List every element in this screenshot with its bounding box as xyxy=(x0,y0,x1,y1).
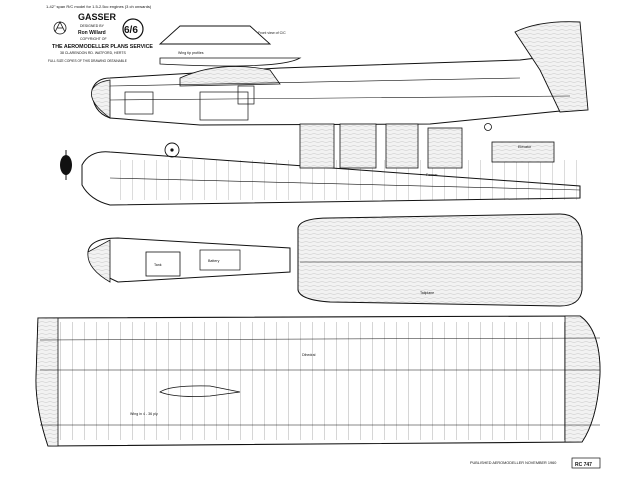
address: 38 CLARENDON RD. WATFORD, HERTS xyxy=(60,51,127,55)
tailplane-label: Tailplane xyxy=(420,291,434,295)
wing-note: Wing in 4 - 36 ply xyxy=(130,412,158,416)
publisher: THE AEROMODELLER PLANS SERVICE xyxy=(52,44,153,50)
tail-wheel-icon xyxy=(484,123,492,131)
propeller-icon xyxy=(60,150,72,180)
wing-tip-right xyxy=(564,315,601,443)
dihedral-label: Dihedral xyxy=(302,353,316,357)
plan-number: RC 747 xyxy=(575,462,592,468)
cockpit-canopy xyxy=(179,66,281,87)
designed-by: DESIGNED BY xyxy=(80,24,105,28)
designer-name: Ron Willard xyxy=(78,30,106,36)
full-size-note: FULL SIZE COPIES OF THIS DRAWING OBTAINA… xyxy=(48,59,127,63)
elevator-label: Elevator xyxy=(518,145,532,149)
tip-profile-label: Wing tip profiles xyxy=(178,51,204,55)
cowl-block xyxy=(91,79,111,119)
front-view-label: Front view of C/C xyxy=(258,31,286,35)
dihedral-brace xyxy=(159,385,241,397)
wing-tip-left xyxy=(35,317,59,447)
former-f4 xyxy=(427,127,463,169)
former-f1 xyxy=(299,123,335,169)
footer: PUBLISHED AEROMODELLER NOVEMBER 1960 RC … xyxy=(470,457,601,469)
tank-label: Tank xyxy=(154,263,162,267)
fin-side xyxy=(514,21,589,113)
published-note: PUBLISHED AEROMODELLER NOVEMBER 1960 xyxy=(470,461,556,465)
price-badge: 6/6 xyxy=(122,18,144,40)
front-view: Front view of C/C Wing tip profiles xyxy=(158,25,302,67)
former-f3 xyxy=(385,123,419,169)
formers-group: Elevator Former xyxy=(299,123,555,177)
engine-bay xyxy=(124,91,154,115)
fuselage-plan-view xyxy=(81,151,581,206)
scale-note: 1-42" span R/C model for 1.5-2.5cc engin… xyxy=(46,4,152,9)
title-block: 1-42" span R/C model for 1.5-2.5cc engin… xyxy=(46,4,153,63)
aeromodeller-logo xyxy=(53,21,67,35)
former-f2 xyxy=(339,123,377,169)
fuselage-lower-view: Tank Battery xyxy=(87,237,291,283)
servo-box xyxy=(237,85,255,105)
former-label: Former xyxy=(426,173,438,177)
wing-plan-view: Wing in 4 - 36 ply Dihedral xyxy=(35,315,601,447)
price: 6/6 xyxy=(124,25,138,36)
tank-box xyxy=(145,251,181,277)
receiver-bay xyxy=(199,91,249,121)
plan-number-box xyxy=(571,457,601,469)
wing-tip-profile xyxy=(159,57,302,67)
elevator-part xyxy=(491,141,555,163)
battery-label: Battery xyxy=(208,259,220,263)
copyright: COPYRIGHT OF xyxy=(80,37,107,41)
tailplane: Tailplane xyxy=(297,213,583,307)
battery-box xyxy=(199,249,241,271)
fuselage-side-view xyxy=(60,21,589,180)
model-name: GASSER xyxy=(78,12,117,22)
wheel-icon xyxy=(164,142,180,158)
